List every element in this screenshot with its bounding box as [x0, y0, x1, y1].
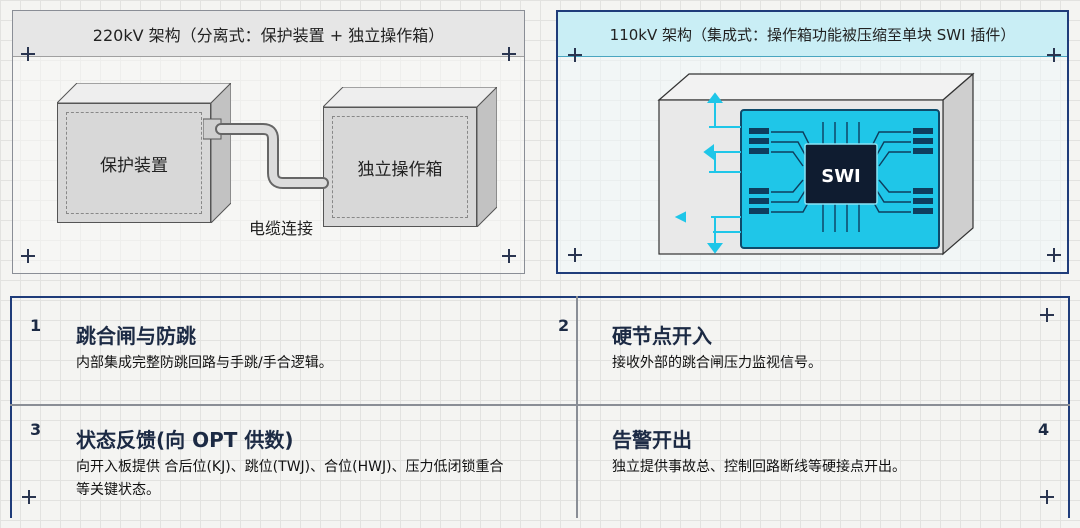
crosshair-marker — [1040, 308, 1054, 322]
panel-110kv: 110kV 架构（集成式：操作箱功能被压缩至单块 SWI 插件） SWI — [556, 10, 1069, 274]
panel-220kv: 220kV 架构（分离式：保护装置 + 独立操作箱） 保护装置 独立操作箱 电缆… — [12, 10, 525, 274]
grid-divider-horizontal — [10, 404, 1070, 406]
crosshair-marker — [502, 249, 516, 263]
crosshair-marker — [1047, 48, 1061, 62]
panel-220kv-header: 220kV 架构（分离式：保护装置 + 独立操作箱） — [13, 11, 524, 57]
panel-110kv-header: 110kV 架构（集成式：操作箱功能被压缩至单块 SWI 插件） — [558, 12, 1067, 57]
feature-grid — [10, 296, 1070, 518]
feature-desc: 内部集成完整防跳回路与手跳/手合逻辑。 — [76, 355, 333, 371]
feature-number: 1 — [30, 316, 42, 335]
feature-number: 4 — [1038, 420, 1050, 439]
crosshair-marker — [21, 249, 35, 263]
feature-cell-4: 告警开出 独立提供事故总、控制回路断线等硬接点开出。 4 — [578, 406, 1070, 518]
feature-number: 2 — [558, 316, 570, 335]
feature-desc-line-1: 向开入板提供 合后位(KJ)、跳位(TWJ)、合位(HWJ)、压力低闭锁重合 — [76, 459, 504, 475]
swi-chip-label: SWI — [821, 166, 861, 187]
crosshair-marker — [502, 47, 516, 61]
operation-box: 独立操作箱 — [323, 87, 497, 227]
protection-device-box: 保护装置 — [57, 83, 231, 223]
crosshair-marker — [568, 48, 582, 62]
crosshair-marker — [1040, 490, 1054, 504]
cable-connection — [203, 118, 329, 189]
feature-title: 告警开出 — [612, 428, 692, 452]
feature-cell-3: 3 状态反馈(向 OPT 供数) 向开入板提供 合后位(KJ)、跳位(TWJ)、… — [10, 406, 576, 518]
feature-desc: 接收外部的跳合闸压力监视信号。 — [612, 355, 822, 371]
protection-device-label: 保护装置 — [100, 155, 168, 176]
cable-label: 电缆连接 — [249, 219, 314, 238]
feature-desc: 独立提供事故总、控制回路断线等硬接点开出。 — [612, 459, 906, 475]
feature-cell-1: 1 跳合闸与防跳 内部集成完整防跳回路与手跳/手合逻辑。 — [10, 298, 576, 404]
feature-number: 3 — [30, 420, 42, 439]
feature-title: 跳合闸与防跳 — [76, 324, 196, 348]
box-3d-edges — [57, 83, 231, 223]
crosshair-marker — [21, 47, 35, 61]
crosshair-marker — [22, 490, 36, 504]
swi-plugin-box: SWI — [657, 72, 975, 256]
crosshair-marker — [568, 248, 582, 262]
grid-divider-vertical — [576, 296, 578, 518]
feature-title: 硬节点开入 — [612, 324, 712, 348]
operation-box-label: 独立操作箱 — [357, 159, 443, 180]
crosshair-marker — [1047, 248, 1061, 262]
feature-title: 状态反馈(向 OPT 供数) — [76, 428, 294, 452]
box-3d-edges — [323, 87, 497, 227]
feature-cell-2: 2 硬节点开入 接收外部的跳合闸压力监视信号。 — [558, 298, 1070, 404]
feature-desc-line-2: 等关键状态。 — [76, 482, 160, 498]
